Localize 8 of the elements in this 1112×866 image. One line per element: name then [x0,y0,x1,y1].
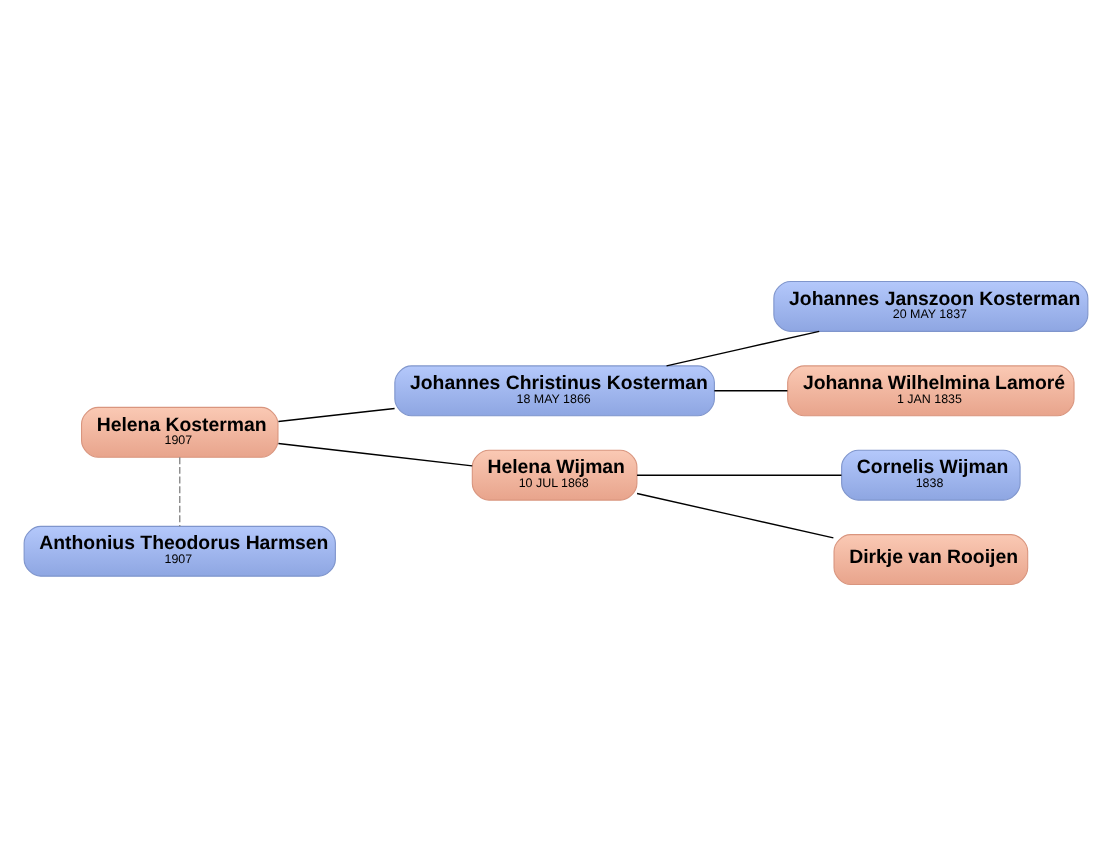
connector [665,330,820,367]
node-box: Dirkje van Rooijen [833,534,1029,586]
connector [636,492,835,539]
connector [636,474,843,476]
connector [277,407,396,423]
connector [179,456,181,527]
connector [713,390,789,392]
connector [277,442,473,467]
